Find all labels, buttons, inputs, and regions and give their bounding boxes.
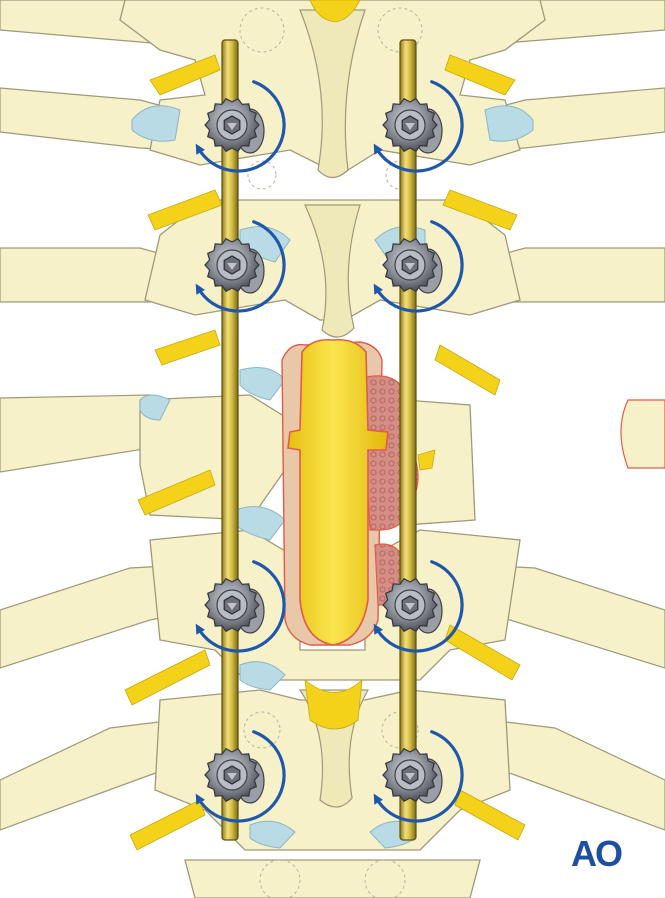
curved-rotation-arrow-icon [373, 730, 464, 823]
curved-rotation-arrow-icon [195, 80, 286, 173]
nerve-root [417, 449, 436, 471]
nerve-root [154, 329, 221, 366]
nerve-root [442, 189, 518, 231]
hex-socket-screw-icon [204, 97, 265, 154]
vertebra-6 [184, 859, 481, 898]
nerve-root [129, 799, 206, 851]
facet-cartilage [131, 105, 534, 849]
curved-rotation-arrow-icon [195, 220, 286, 313]
dura-top [309, 0, 361, 23]
rotation-arrows [195, 80, 464, 823]
curved-rotation-arrow-icon [373, 560, 464, 653]
curved-rotation-arrow-icon [373, 220, 464, 313]
curved-rotation-arrow-icon [373, 80, 464, 173]
nerve-root [454, 789, 526, 841]
dura-lower [304, 678, 363, 730]
ao-logo: AO [571, 833, 623, 874]
nerve-root [137, 469, 216, 516]
hex-socket-screw-icon [382, 577, 443, 634]
nerve-root [124, 649, 211, 706]
curved-rotation-arrow-icon [195, 730, 286, 823]
pedicle-screws [204, 97, 443, 804]
left-ribs [0, 0, 201, 831]
hex-socket-screw-icon [382, 237, 443, 294]
right-rod [399, 39, 417, 841]
hex-socket-screw-icon [204, 577, 265, 634]
hex-socket-screw-icon [382, 97, 443, 154]
left-rod [221, 39, 239, 841]
hex-socket-screw-icon [382, 747, 443, 804]
hex-socket-screw-icon [204, 747, 265, 804]
curved-rotation-arrow-icon [195, 560, 286, 653]
nerve-root [444, 54, 516, 96]
nerve-root [149, 54, 221, 96]
nerve-root [434, 344, 501, 396]
dural-sac [287, 338, 389, 646]
hex-socket-screw-icon [204, 237, 265, 294]
rib-stump [620, 399, 665, 469]
nerve-roots [124, 0, 526, 851]
